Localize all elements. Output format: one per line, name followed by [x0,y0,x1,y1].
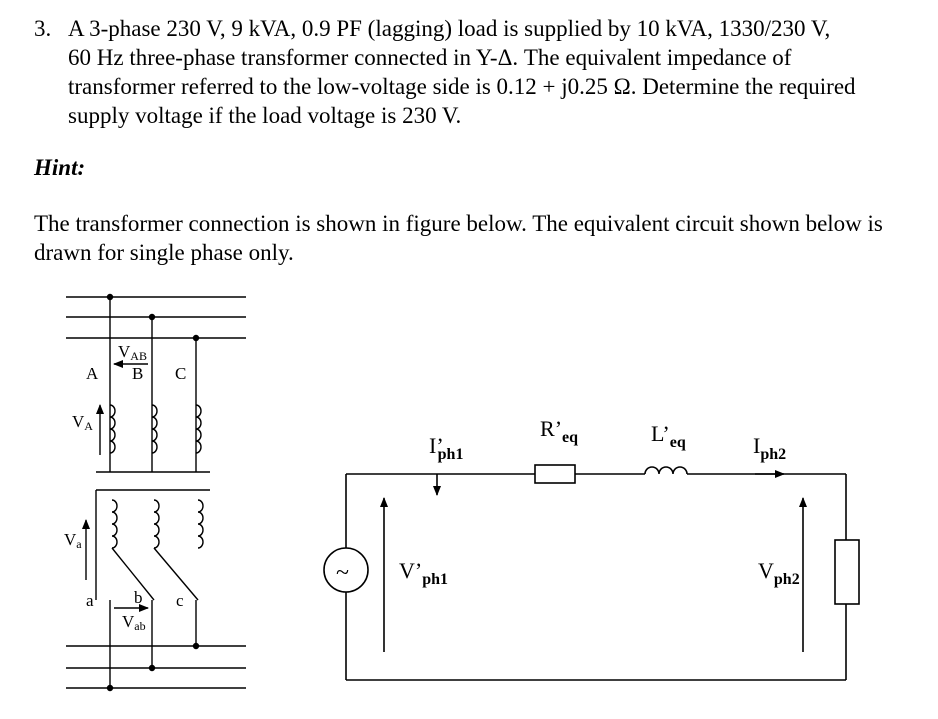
label-leq: L’eq [651,421,686,451]
label-node-b: b [134,588,143,607]
label-vph2: Vph2 [758,558,800,588]
label-node-A: A [86,364,99,383]
ac-source-symbol: ~ [336,560,349,586]
problem-line: A 3-phase 230 V, 9 kVA, 0.9 PF (lagging)… [68,16,831,41]
junction-dot [106,684,114,692]
junction-dot [106,293,114,301]
problem-statement: 3. A 3-phase 230 V, 9 kVA, 0.9 PF (laggi… [34,14,914,130]
label-vph1: V’ph1 [399,558,448,588]
equivalent-circuit [323,464,860,681]
circuit-labels: I’ph1 R’eq L’eq Iph2 V’ph1 Vph2 [399,416,800,588]
label-va-lower: Va [64,530,82,551]
secondary-winding-b [153,499,160,549]
primary-winding-A [109,404,116,454]
primary-winding-C [195,404,202,454]
problem-number: 3. [34,16,52,41]
problem-line: supply voltage if the load voltage is 23… [68,103,462,128]
primary-winding-B [151,404,158,454]
secondary-winding-c [197,499,204,549]
transformer-labels: VAB A B C VA Va a b c Vab [64,342,186,633]
label-node-a: a [86,591,94,610]
junction-dot [148,313,156,321]
label-node-B: B [132,364,143,383]
junction-dot [148,664,156,672]
label-iph1: I’ph1 [429,433,463,463]
label-va-upper: VA [72,412,93,433]
label-iph2: Iph2 [753,433,786,463]
problem-line: 60 Hz three-phase transformer connected … [68,45,792,70]
resistor-req [534,464,576,484]
delta-cross-1 [111,547,155,601]
transformer-diagram [66,293,246,692]
delta-cross-2 [153,547,199,601]
junction-dot [192,334,200,342]
junction-dot [192,642,200,650]
secondary-winding-a [111,499,118,549]
hint-heading: Hint: [34,155,86,180]
label-node-C: C [175,364,186,383]
inductor-leq [644,466,688,475]
label-req: R’eq [540,416,578,446]
label-node-c: c [176,591,184,610]
label-vab-lower: Vab [122,612,146,633]
label-vab-upper: VAB [118,342,147,363]
load-resistor [834,539,860,605]
problem-body: A 3-phase 230 V, 9 kVA, 0.9 PF (lagging)… [68,14,914,130]
hint-paragraph: The transformer connection is shown in f… [34,211,883,265]
problem-line: transformer referred to the low-voltage … [68,74,856,99]
